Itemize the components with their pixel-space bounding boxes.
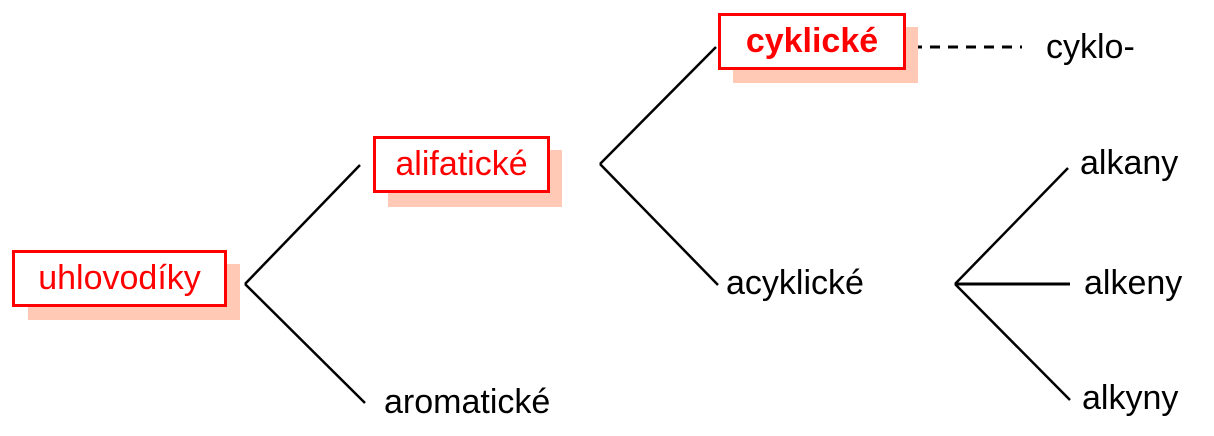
alkanes-label: alkany [1080,144,1179,182]
alkenes-label: alkeny [1084,264,1183,302]
edge-root-aliphatic [244,164,361,285]
aliphatic-label: alifatické [395,145,528,183]
edge-acyclic-alkynes [954,283,1071,401]
aromatic-label: aromatické [384,383,551,421]
cyclo-prefix-label: cyklo- [1046,28,1135,66]
edge-root-aromatic [244,283,366,404]
edge-aliphatic-cyclic [599,46,717,165]
root-label: uhlovodíky [38,259,201,297]
edge-aliphatic-acyclic [599,163,719,286]
edge-acyclic-alkanes [954,167,1069,285]
cyclic-node: cyklické [718,13,906,70]
alkynes-label: alkyny [1082,379,1179,417]
cyclic-label: cyklické [745,22,879,60]
acyclic-label: acyklické [726,264,864,302]
root-node: uhlovodíky [12,250,227,307]
aliphatic-node: alifatické [373,136,550,193]
